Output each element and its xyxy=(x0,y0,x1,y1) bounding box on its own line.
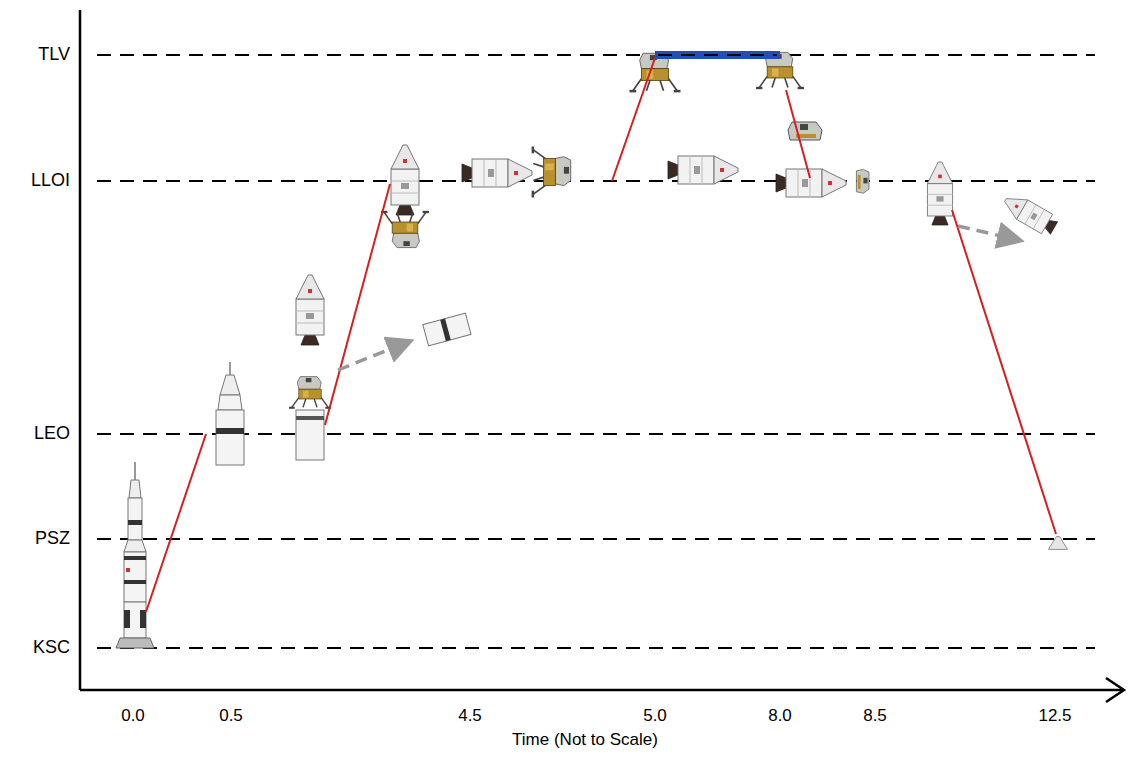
level-label: TLV xyxy=(38,45,70,65)
docked-rendezvous xyxy=(776,169,869,197)
tick-label: 4.5 xyxy=(458,707,482,726)
lm-ascent-stage xyxy=(788,122,822,140)
tick-label: 0.0 xyxy=(121,707,145,726)
level-label: PSZ xyxy=(35,529,70,549)
axis-title: Time (Not to Scale) xyxy=(512,731,658,750)
surface-stay-dash xyxy=(658,54,777,56)
tick-label: 0.5 xyxy=(219,707,243,726)
docked-orbit xyxy=(462,147,571,198)
axes xyxy=(80,10,1124,702)
csm-orbit xyxy=(668,156,738,184)
level-label: LLOI xyxy=(31,171,70,191)
s-ivb-stack xyxy=(216,362,244,465)
tick-label: 8.5 xyxy=(863,707,887,726)
csm-tei xyxy=(927,162,952,225)
cm-separated xyxy=(1000,190,1060,237)
s-ivb-jettison xyxy=(423,313,471,346)
trajectory-lines xyxy=(146,58,1056,612)
level-label: LEO xyxy=(34,424,70,444)
jettison-arrows xyxy=(338,226,1018,370)
surface-stay-bar xyxy=(655,51,780,59)
tick-label: 12.5 xyxy=(1038,707,1071,726)
cm-splashdown xyxy=(1048,537,1067,550)
saturn-v xyxy=(116,462,154,648)
tick-label: 8.0 xyxy=(768,707,792,726)
tli-stack xyxy=(289,275,331,460)
tick-label: 5.0 xyxy=(643,707,667,726)
level-label: KSC xyxy=(33,638,70,658)
csm-lm-arrival xyxy=(381,145,429,248)
level-lines xyxy=(97,55,1095,648)
